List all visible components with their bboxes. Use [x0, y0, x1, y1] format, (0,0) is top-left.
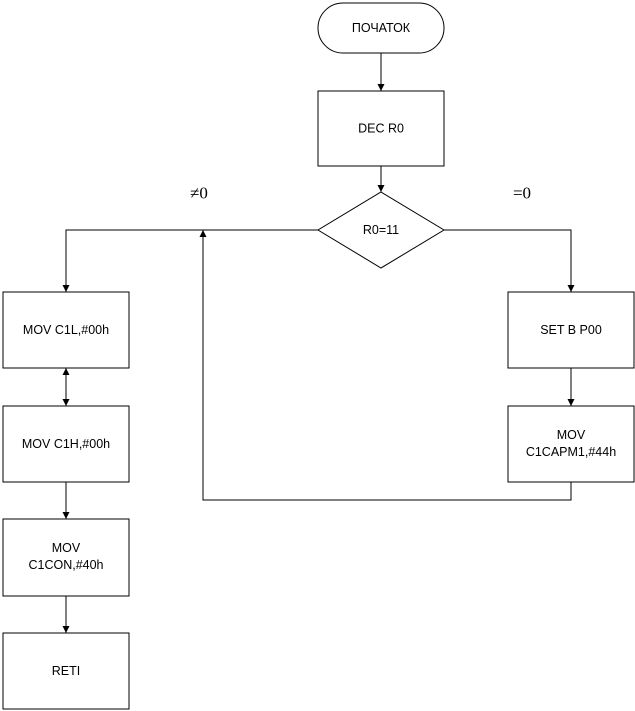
node-mov-c1capm1: MOV C1CAPM1,#44h [507, 405, 635, 483]
node-dec-r0-label: DEC R0 [358, 122, 404, 136]
terminator-shape [317, 2, 445, 54]
node-dec-r0: DEC R0 [317, 90, 445, 167]
process-shape [317, 90, 445, 167]
node-start: ПОЧАТОК [317, 2, 445, 54]
edge-label-not-equal-zero: ≠0 [190, 184, 208, 203]
process-shape [2, 291, 130, 369]
node-mov-c1con: MOV C1CON,#40h [2, 518, 130, 597]
node-decision-r0-label: R0=11 [363, 223, 399, 237]
node-mov-c1con-label-line-2: C1CON,#40h [28, 558, 103, 572]
node-mov-c1h: MOV C1H,#00h [2, 405, 130, 483]
process-shape [2, 518, 130, 597]
node-mov-c1l-label: MOV C1L,#00h [23, 323, 109, 337]
node-mov-c1l: MOV C1L,#00h [2, 291, 130, 369]
node-reti: RETI [2, 632, 130, 710]
edge-decision-to-set-b [444, 229, 575, 292]
process-shape [507, 291, 635, 369]
node-mov-c1con-label-line-1: MOV [52, 541, 81, 555]
connectors [62, 53, 575, 633]
edge-mov-c1capm1-loop-back [199, 230, 572, 501]
node-reti-label: RETI [52, 664, 80, 678]
node-mov-c1capm1-label-line-2: C1CAPM1,#44h [526, 445, 616, 459]
node-mov-c1capm1-label-line-1: MOV [557, 428, 586, 442]
edge-decision-to-mov-c1l [62, 229, 318, 292]
process-shape [2, 405, 130, 483]
node-decision-r0: R0=11 [317, 191, 445, 269]
node-set-b: SET B P00 [507, 291, 635, 369]
process-shape [507, 405, 635, 483]
decision-shape [317, 191, 445, 269]
process-shape [2, 632, 130, 710]
edge-label-equal-zero: =0 [513, 184, 531, 203]
node-mov-c1h-label: MOV C1H,#00h [22, 437, 110, 451]
node-set-b-label: SET B P00 [540, 323, 602, 337]
node-start-label: ПОЧАТОК [352, 21, 411, 35]
